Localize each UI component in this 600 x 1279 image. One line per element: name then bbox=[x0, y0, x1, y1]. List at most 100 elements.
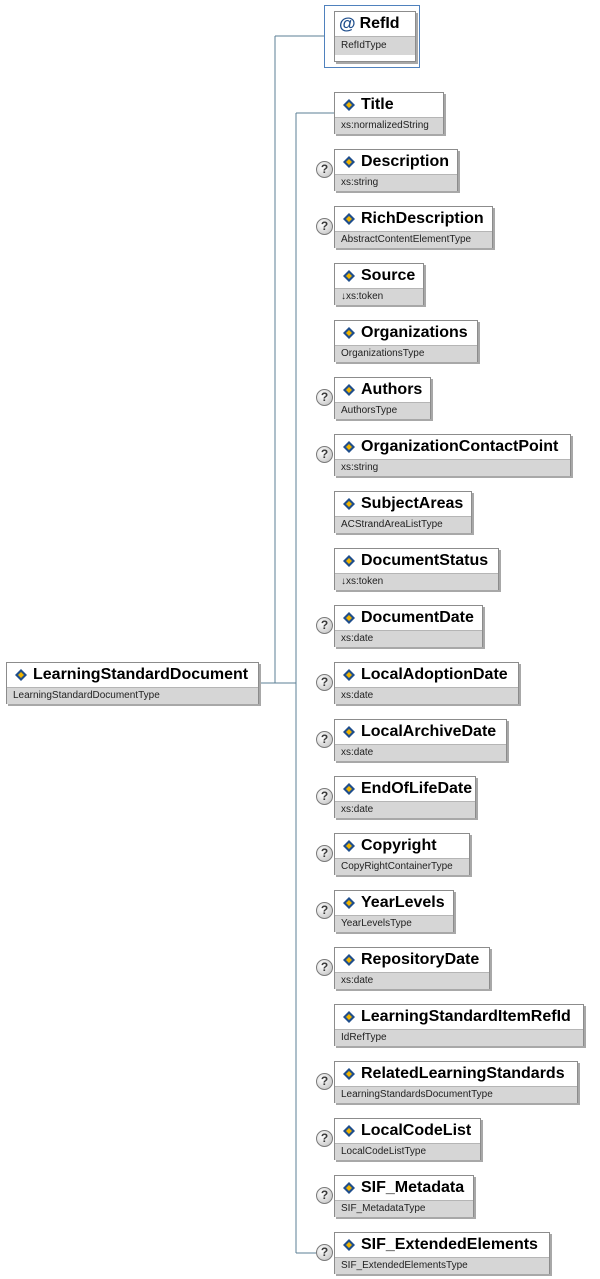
element-type: SIF_MetadataType bbox=[335, 1200, 473, 1217]
element-name: Authors bbox=[361, 381, 423, 398]
element-type: SIF_ExtendedElementsType bbox=[335, 1257, 549, 1274]
element-icon bbox=[343, 327, 355, 339]
element-name: LocalCodeList bbox=[361, 1122, 472, 1139]
element-type: xs:normalizedString bbox=[335, 117, 443, 134]
element-endoflifedate[interactable]: EndOfLifeDate xs:date bbox=[334, 776, 476, 818]
element-name: LocalArchiveDate bbox=[361, 723, 497, 740]
element-icon bbox=[343, 1239, 355, 1251]
element-icon bbox=[343, 555, 355, 567]
attribute-type: RefIdType bbox=[335, 36, 415, 55]
attribute-refid[interactable]: @ RefId RefIdType bbox=[324, 5, 420, 68]
attribute-at-icon: @ bbox=[339, 14, 356, 33]
element-type: ↓xs:token bbox=[335, 573, 498, 590]
root-element-learning-standard-document[interactable]: LearningStandardDocument LearningStandar… bbox=[6, 662, 259, 704]
element-type: OrganizationsType bbox=[335, 345, 477, 362]
element-type: AbstractContentElementType bbox=[335, 231, 492, 248]
element-icon bbox=[343, 384, 355, 396]
root-element-type: LearningStandardDocumentType bbox=[7, 687, 258, 704]
element-localadoptiondate[interactable]: LocalAdoptionDate xs:date bbox=[334, 662, 519, 704]
element-description[interactable]: Description xs:string bbox=[334, 149, 458, 191]
optional-question-icon: ? bbox=[316, 902, 333, 919]
element-name: RepositoryDate bbox=[361, 951, 480, 968]
element-icon bbox=[343, 783, 355, 795]
element-icon bbox=[343, 213, 355, 225]
attribute-name: RefId bbox=[359, 15, 400, 32]
element-type: xs:date bbox=[335, 801, 475, 818]
optional-question-icon: ? bbox=[316, 218, 333, 235]
element-icon bbox=[343, 1125, 355, 1137]
element-name: Title bbox=[361, 96, 394, 113]
element-icon bbox=[343, 612, 355, 624]
element-name: DocumentStatus bbox=[361, 552, 489, 569]
optional-question-icon: ? bbox=[316, 1130, 333, 1147]
optional-question-icon: ? bbox=[316, 959, 333, 976]
element-icon bbox=[343, 498, 355, 510]
optional-question-icon: ? bbox=[316, 389, 333, 406]
element-name: Description bbox=[361, 153, 450, 170]
optional-question-icon: ? bbox=[316, 446, 333, 463]
element-icon bbox=[343, 897, 355, 909]
element-source[interactable]: Source ↓xs:token bbox=[334, 263, 424, 305]
element-name: Copyright bbox=[361, 837, 437, 854]
element-type: ACStrandAreaListType bbox=[335, 516, 471, 533]
element-icon bbox=[343, 1068, 355, 1080]
root-element-name: LearningStandardDocument bbox=[33, 666, 249, 683]
optional-question-icon: ? bbox=[316, 1244, 333, 1261]
element-name: Source bbox=[361, 267, 416, 284]
element-name: RichDescription bbox=[361, 210, 484, 227]
optional-question-icon: ? bbox=[316, 617, 333, 634]
element-name: SIF_ExtendedElements bbox=[361, 1236, 538, 1253]
element-icon bbox=[343, 954, 355, 966]
optional-question-icon: ? bbox=[316, 788, 333, 805]
element-type: ↓xs:token bbox=[335, 288, 423, 305]
element-name: DocumentDate bbox=[361, 609, 474, 626]
element-title[interactable]: Title xs:normalizedString bbox=[334, 92, 444, 134]
element-icon bbox=[15, 669, 27, 681]
element-name: LearningStandardItemRefId bbox=[361, 1008, 571, 1025]
element-type: xs:date bbox=[335, 630, 482, 647]
element-icon bbox=[343, 99, 355, 111]
element-type: YearLevelsType bbox=[335, 915, 453, 932]
optional-question-icon: ? bbox=[316, 1187, 333, 1204]
element-repositorydate[interactable]: RepositoryDate xs:date bbox=[334, 947, 490, 989]
element-type: xs:string bbox=[335, 174, 457, 191]
element-name: LocalAdoptionDate bbox=[361, 666, 508, 683]
element-documentdate[interactable]: DocumentDate xs:date bbox=[334, 605, 483, 647]
optional-question-icon: ? bbox=[316, 731, 333, 748]
element-type: AuthorsType bbox=[335, 402, 430, 419]
element-icon bbox=[343, 1011, 355, 1023]
element-name: SIF_Metadata bbox=[361, 1179, 465, 1196]
element-icon bbox=[343, 726, 355, 738]
element-name: YearLevels bbox=[361, 894, 445, 911]
element-type: xs:string bbox=[335, 459, 570, 476]
element-localarchivedate[interactable]: LocalArchiveDate xs:date bbox=[334, 719, 507, 761]
element-name: EndOfLifeDate bbox=[361, 780, 473, 797]
optional-question-icon: ? bbox=[316, 845, 333, 862]
element-name: Organizations bbox=[361, 324, 468, 341]
element-icon bbox=[343, 669, 355, 681]
element-type: xs:date bbox=[335, 744, 506, 761]
element-icon bbox=[343, 840, 355, 852]
element-documentstatus[interactable]: DocumentStatus ↓xs:token bbox=[334, 548, 499, 590]
element-type: IdRefType bbox=[335, 1029, 583, 1046]
element-type: xs:date bbox=[335, 687, 518, 704]
element-type: xs:date bbox=[335, 972, 489, 989]
element-icon bbox=[343, 156, 355, 168]
optional-question-icon: ? bbox=[316, 674, 333, 691]
element-icon bbox=[343, 270, 355, 282]
element-icon bbox=[343, 1182, 355, 1194]
element-name: SubjectAreas bbox=[361, 495, 464, 512]
